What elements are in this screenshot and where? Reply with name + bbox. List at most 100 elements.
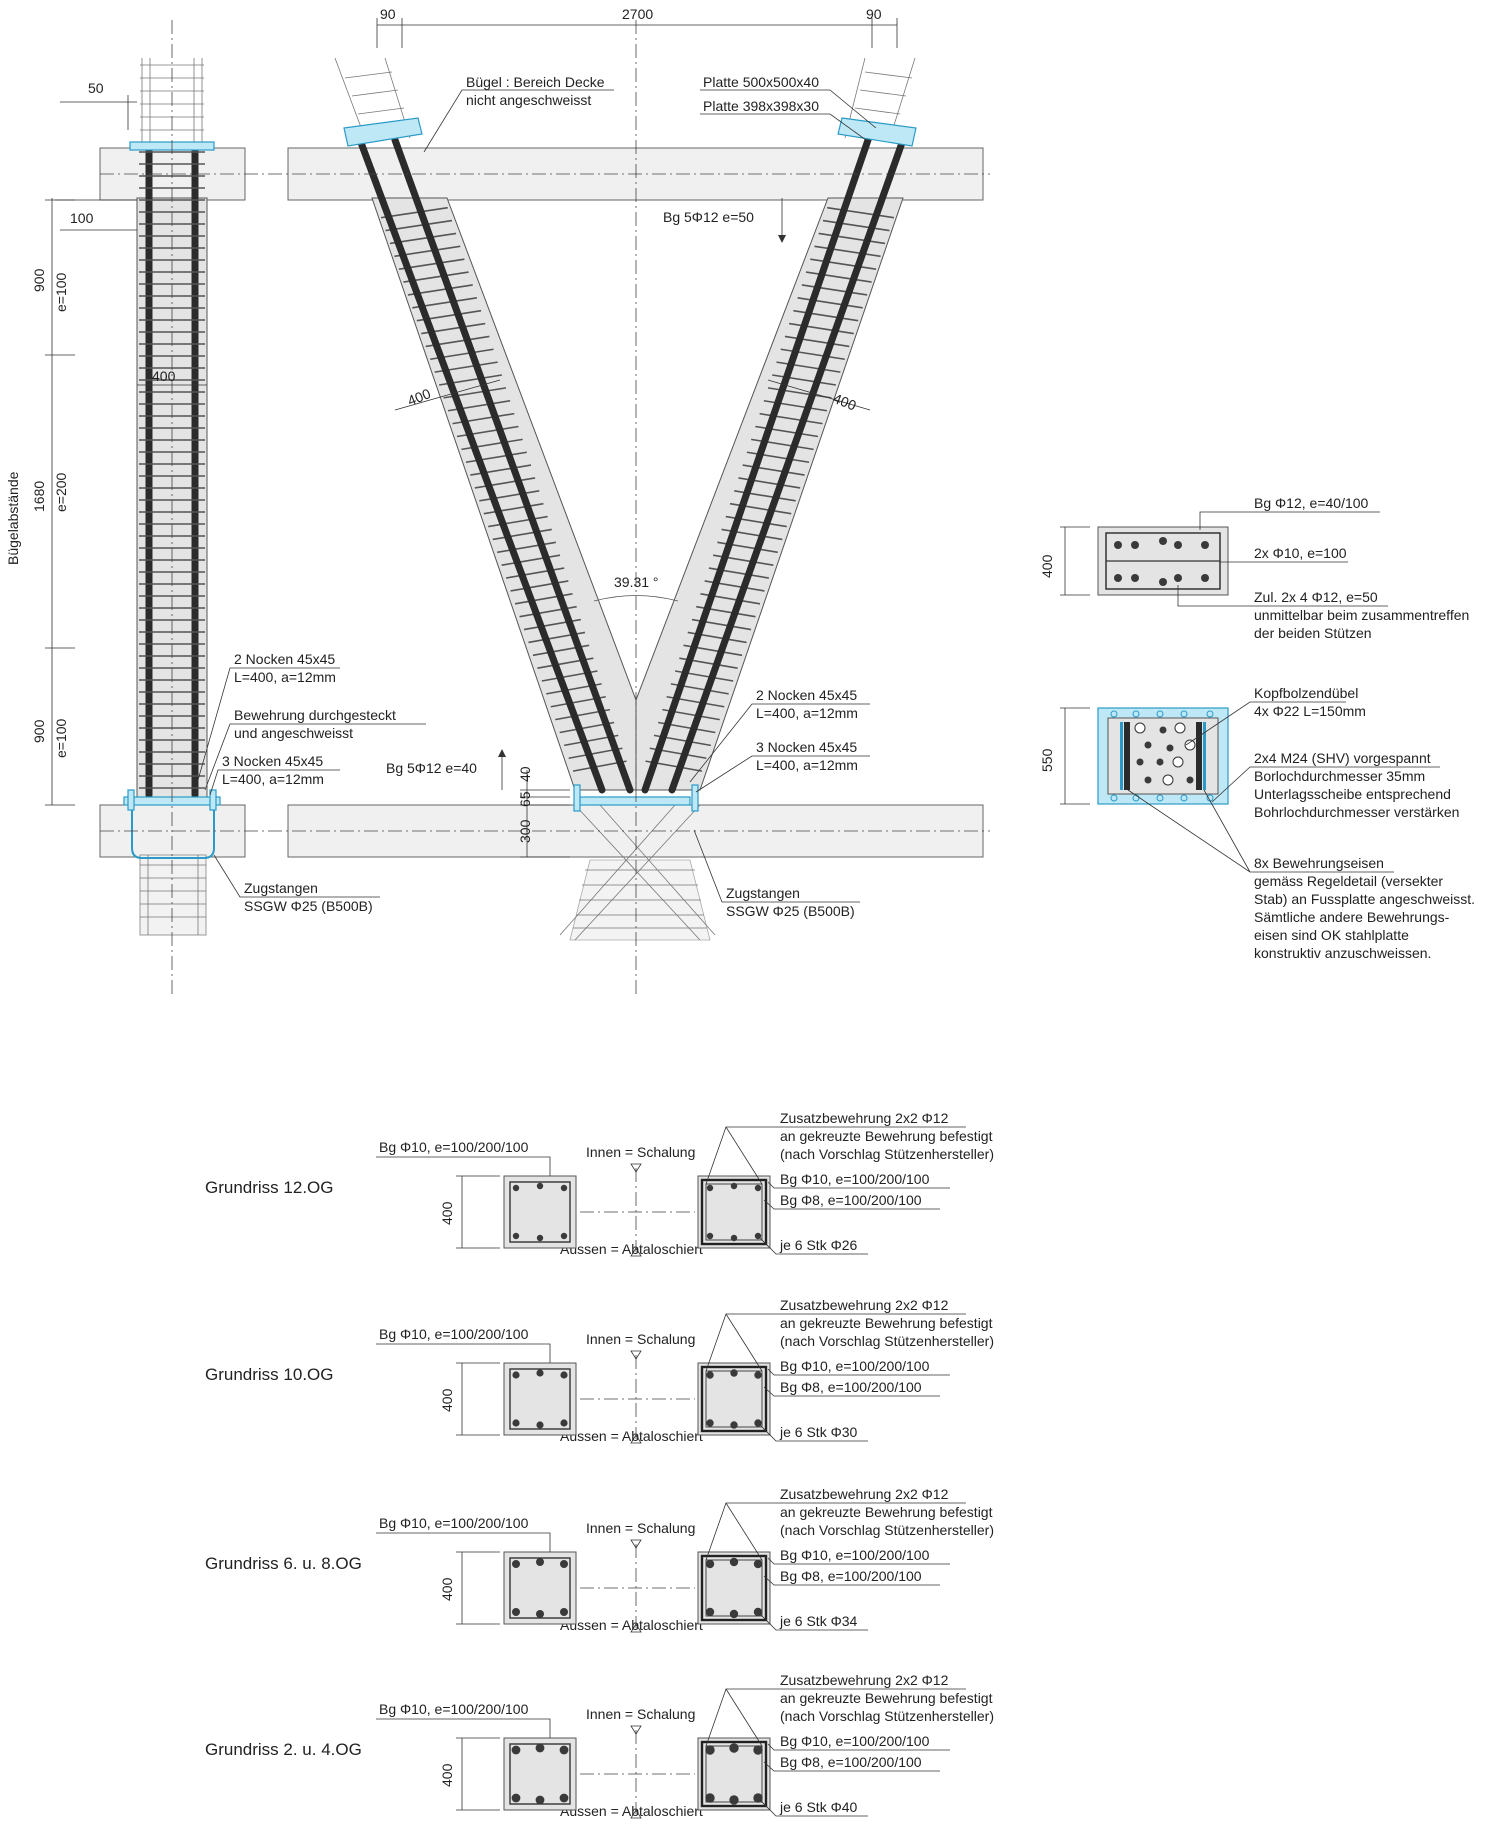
rebar-dot — [729, 1743, 739, 1753]
v-right-top-plate — [837, 117, 917, 147]
stirrup — [784, 335, 850, 348]
section-label-aussen: Aussen = Abtaloschiert — [560, 1428, 703, 1444]
rebar-dot — [560, 1608, 568, 1616]
left-anchor-loop — [131, 808, 215, 859]
stirrup — [810, 258, 877, 270]
rebar-dot — [754, 1371, 762, 1379]
rebar-dot — [705, 1745, 715, 1755]
label-platte-398: Platte 398x398x30 — [703, 98, 819, 114]
rebar-dot — [560, 1419, 568, 1427]
rebar-dot — [1144, 741, 1152, 749]
rebar-dot — [512, 1608, 520, 1616]
rebar-dot — [1136, 758, 1144, 766]
bolt-hole — [1180, 794, 1188, 802]
detail1-dim-400: 400 — [1039, 554, 1055, 578]
section-label-stk: je 6 Stk Φ30 — [779, 1424, 858, 1440]
dim-50: 50 — [88, 80, 104, 96]
dim-2700: 2700 — [622, 6, 653, 22]
dim-900-top: 900 — [31, 268, 47, 292]
label-v-nocken2-line1: 2 Nocken 45x45 — [756, 687, 857, 703]
stirrup — [492, 528, 552, 541]
rebar-dot — [536, 1610, 544, 1618]
v-anchor-bolt — [691, 784, 699, 812]
dimensions: 90 2700 90 50 100 900 e=100 1680 e=200 9… — [5, 6, 898, 858]
label-bg-bottom: Bg 5Φ12 e=40 — [386, 760, 477, 776]
detail2-label-kopfbolzen: Kopfbolzendübel — [1254, 685, 1358, 701]
detail-2: 550 Kopfbolzendübel 4x Φ22 L=150mm 2x4 M… — [1039, 685, 1475, 961]
rebar-dot — [535, 1795, 545, 1805]
dim-column-width: 400 — [152, 368, 176, 384]
section-label-bg-left: Bg Φ10, e=100/200/100 — [379, 1139, 529, 1155]
rebar-dot — [706, 1371, 714, 1379]
section-title: Grundriss 10.OG — [205, 1365, 334, 1384]
side-label-buegelabstaende: Bügelabstände — [5, 471, 21, 565]
rebar-dot — [535, 1743, 545, 1753]
stirrup — [801, 284, 868, 296]
stirrup — [818, 232, 886, 245]
bolt-hole — [1180, 710, 1188, 718]
rebar-dot — [536, 1369, 544, 1377]
bolt-hole — [1172, 756, 1184, 768]
rebar-dot — [729, 1795, 739, 1805]
detail2-bolts — [1110, 710, 1214, 802]
detail1-label-zul: Zul. 2x 4 Φ12, e=50 — [1254, 589, 1378, 605]
detail2-label-borloch: Borlochdurchmesser 35mm — [1254, 768, 1425, 784]
v-right-leg — [635, 197, 904, 791]
dim-100: 100 — [70, 210, 94, 226]
section-dim-400: 400 — [439, 1577, 455, 1601]
bolt-hole — [1132, 710, 1140, 718]
label-col-nocken3-line1: 3 Nocken 45x45 — [222, 753, 323, 769]
rebar-dot — [560, 1232, 568, 1240]
section-label-gekreuzt: an gekreuzte Bewehrung befestigt — [780, 1690, 993, 1706]
section-label-aussen: Aussen = Abtaloschiert — [560, 1617, 703, 1633]
section-label-innen: Innen = Schalung — [586, 1144, 695, 1160]
rebar-dot — [729, 1609, 739, 1619]
section-label-gekreuzt: an gekreuzte Bewehrung befestigt — [780, 1504, 993, 1520]
rebar-dot — [560, 1371, 568, 1379]
detail2-label-4xphi22: 4x Φ22 L=150mm — [1254, 703, 1366, 719]
rebar-dot — [753, 1559, 763, 1569]
section-label-bg-left: Bg Φ10, e=100/200/100 — [379, 1701, 529, 1717]
bolt-hole — [1156, 794, 1164, 802]
stirrup — [793, 309, 859, 322]
section-label-vorschlag: (nach Vorschlag Stützenhersteller) — [780, 1146, 994, 1162]
v-anchor-bolt — [573, 784, 581, 812]
label-zug-right-line2: SSGW Φ25 (B500B) — [726, 903, 855, 919]
stirrup — [488, 515, 548, 528]
bolt-hole — [1156, 710, 1164, 718]
dim-90-right: 90 — [866, 6, 882, 22]
rebar-dot — [536, 1182, 544, 1190]
stirrup — [767, 387, 832, 399]
dim-300: 300 — [517, 819, 533, 843]
rebar-dot — [754, 1232, 762, 1240]
v-lower-crossing — [559, 804, 716, 941]
label-col-nocken2-line1: 2 Nocken 45x45 — [234, 651, 335, 667]
dim-e100-top: e=100 — [53, 272, 69, 312]
dim-e100-bottom: e=100 — [53, 718, 69, 758]
stirrup — [776, 361, 841, 373]
left-anchor-bolt — [209, 789, 217, 811]
detail2-label-saemtliche: Sämtliche andere Bewehrungs- — [1254, 909, 1450, 925]
v-bottom-plate — [579, 796, 691, 806]
bolt-hole — [1110, 794, 1118, 802]
section-label-vorschlag: (nach Vorschlag Stützenhersteller) — [780, 1708, 994, 1724]
section-label-bg-left: Bg Φ10, e=100/200/100 — [379, 1515, 529, 1531]
stirrup — [501, 554, 561, 566]
label-bewehrung-line1: Bewehrung durchgesteckt — [234, 707, 396, 723]
rebar-dot — [706, 1184, 714, 1192]
rebar-dot — [536, 1421, 544, 1429]
rebar-dot — [1156, 758, 1164, 766]
label-bg-top: Bg 5Φ12 e=50 — [663, 209, 754, 225]
v-left-top-plate — [343, 117, 423, 147]
stirrup — [797, 296, 863, 309]
rebar-dot — [559, 1793, 569, 1803]
section-label-stk: je 6 Stk Φ34 — [779, 1613, 858, 1629]
section-label-aussen: Aussen = Abtaloschiert — [560, 1803, 703, 1819]
rebar-dot — [512, 1184, 520, 1192]
rebar-dot — [706, 1419, 714, 1427]
section-label-gekreuzt: an gekreuzte Bewehrung befestigt — [780, 1315, 993, 1331]
detail2-label-unterlags: Unterlagsscheibe entsprechend — [1254, 786, 1451, 802]
